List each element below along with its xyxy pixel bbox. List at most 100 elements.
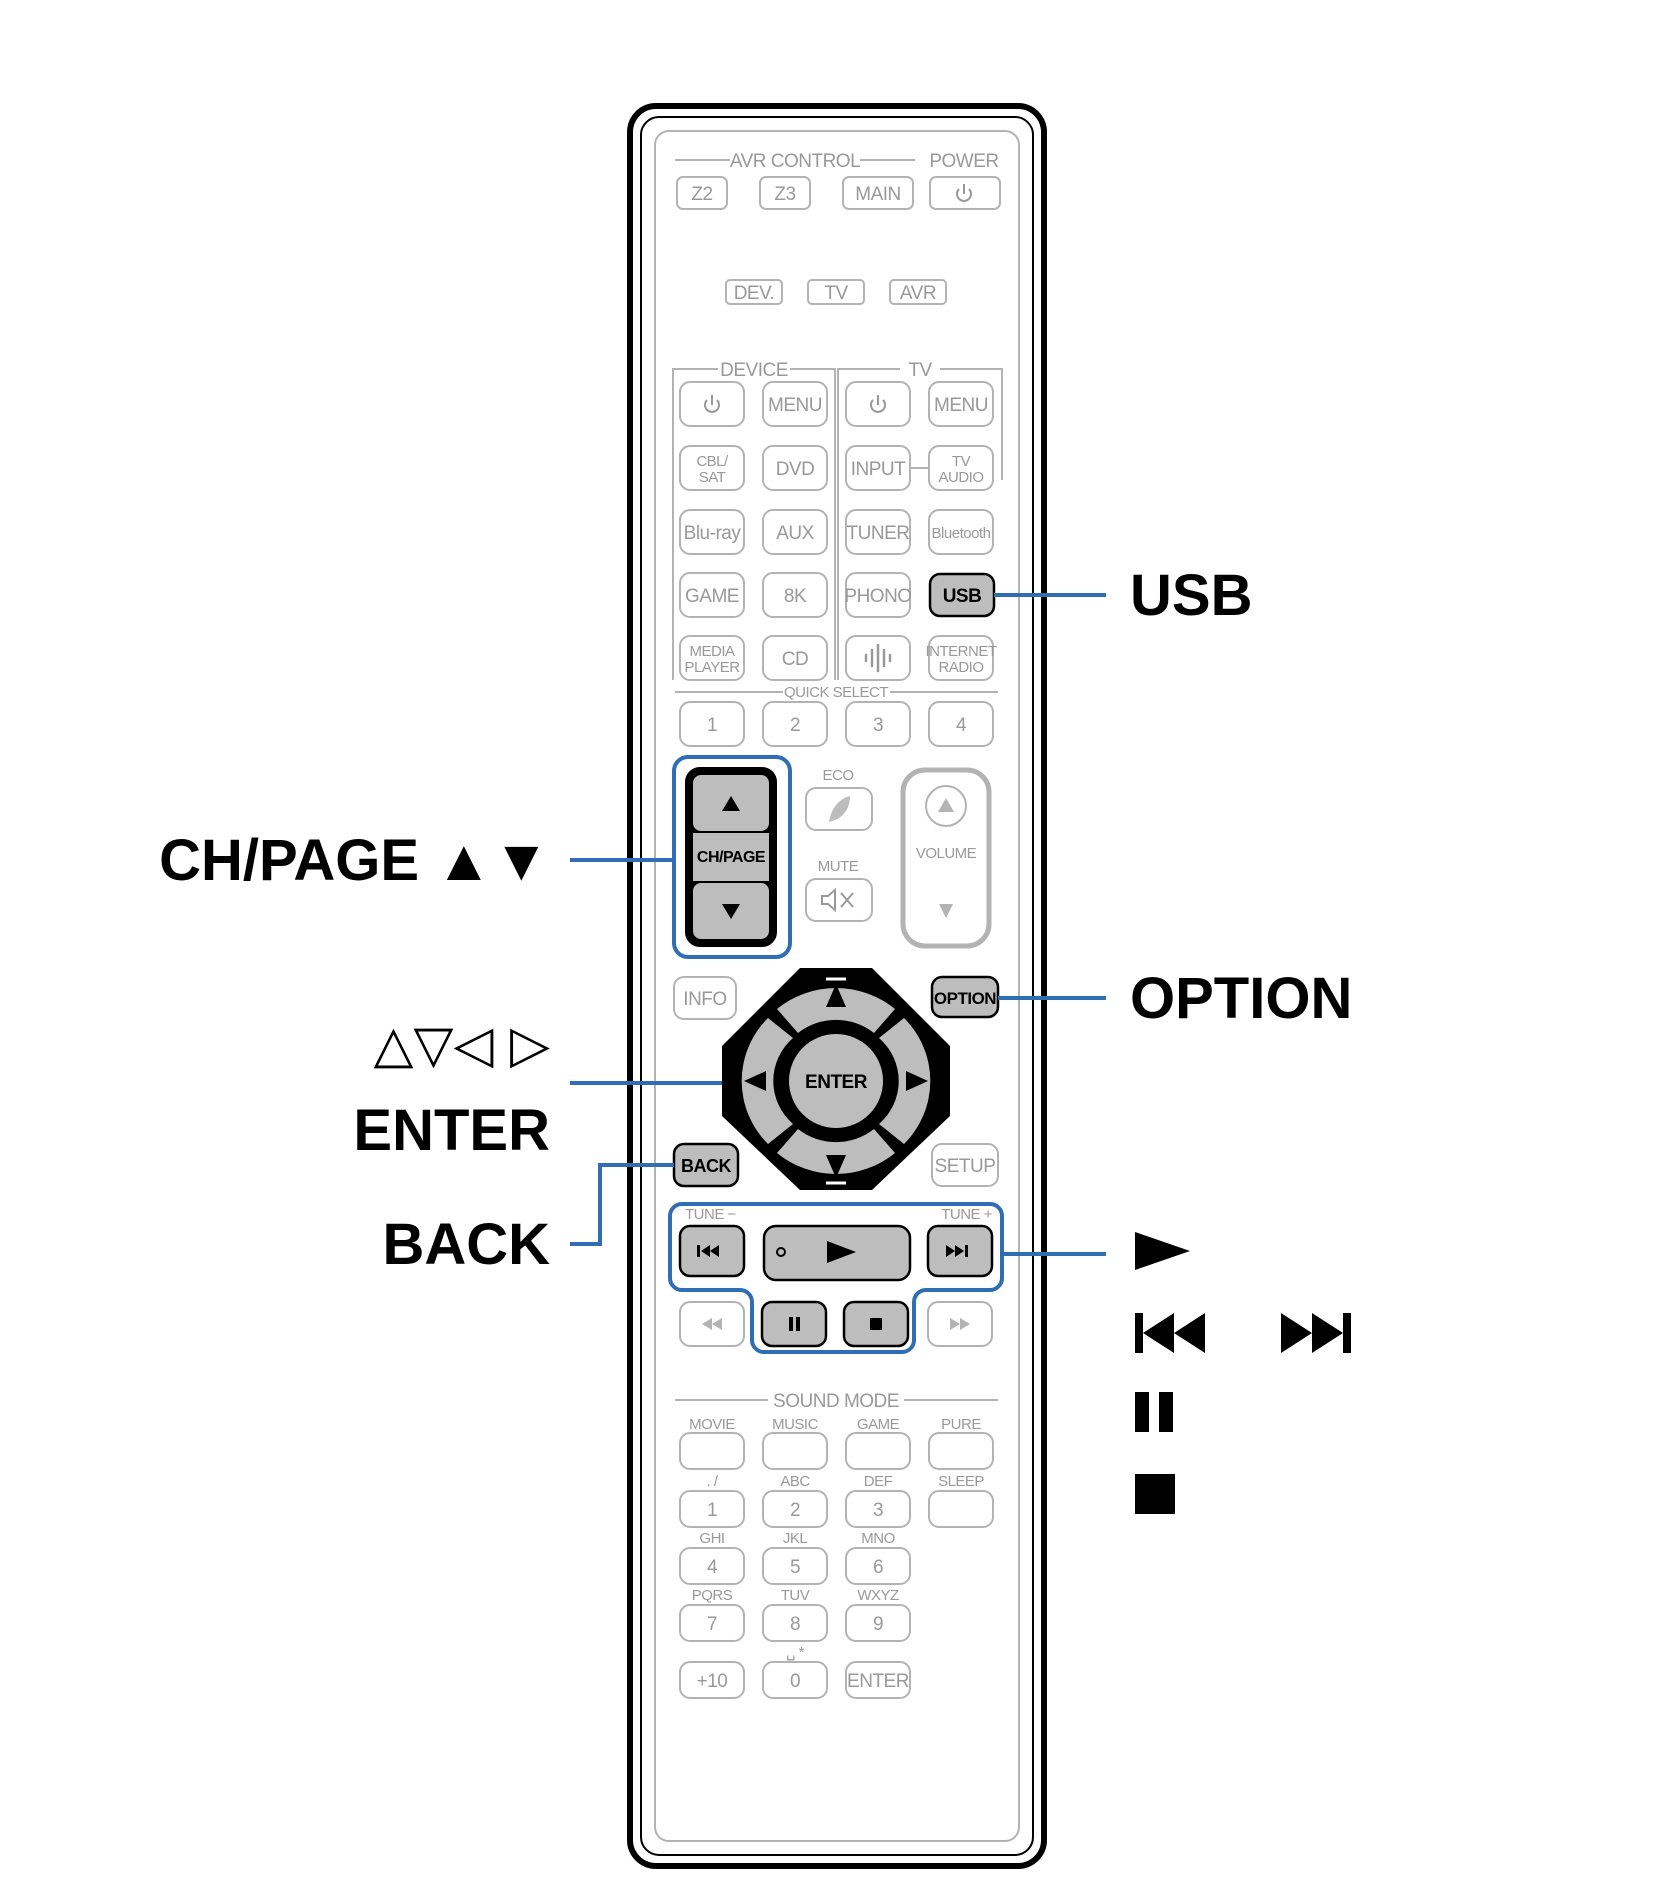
info-button[interactable]: INFO (673, 976, 737, 1020)
svg-text:Z3: Z3 (774, 184, 795, 205)
tv-menu-button[interactable]: MENU (928, 381, 994, 427)
keypad-7-button[interactable]: 7 (679, 1604, 745, 1642)
dev-button[interactable]: DEV. (725, 279, 783, 305)
keypad-2-button[interactable]: 2 (762, 1490, 828, 1528)
svg-text:6: 6 (873, 1557, 883, 1578)
cbl-sat-button[interactable]: CBL/ SAT (679, 445, 745, 491)
svg-text:1: 1 (707, 715, 717, 736)
svg-text:INFO: INFO (683, 989, 726, 1010)
svg-text:RADIO: RADIO (938, 659, 983, 676)
tv-mode-button[interactable]: TV (807, 279, 865, 305)
svg-text:DVD: DVD (776, 459, 815, 480)
z2-button[interactable]: Z2 (676, 176, 728, 210)
device-menu-button[interactable]: MENU (762, 381, 828, 427)
quick-select-4-button[interactable]: 4 (928, 701, 994, 747)
svg-text:TUNER: TUNER (847, 523, 910, 544)
enter-button-label[interactable]: ENTER (805, 1072, 868, 1093)
svg-text:AUDIO: AUDIO (938, 469, 983, 486)
power-button[interactable] (929, 176, 1001, 210)
keypad-2-sub: ABC (780, 1473, 810, 1490)
fast-forward-button[interactable] (927, 1301, 993, 1347)
quick-select-1-button[interactable]: 1 (679, 701, 745, 747)
volume-rocker[interactable]: VOLUME (900, 767, 992, 949)
internet-radio-button[interactable]: INTERNET RADIO (926, 635, 997, 681)
skip-back-button[interactable] (678, 1224, 746, 1278)
svg-text:CH/PAGE: CH/PAGE (697, 849, 766, 866)
mute-button[interactable] (805, 878, 873, 922)
option-button[interactable]: OPTION (930, 975, 1000, 1019)
dpad[interactable] (722, 968, 950, 1190)
svg-text:Z2: Z2 (691, 184, 712, 205)
quick-select-2-button[interactable]: 2 (762, 701, 828, 747)
8k-button[interactable]: 8K (762, 572, 828, 618)
aux-button[interactable]: AUX (762, 509, 828, 555)
z3-button[interactable]: Z3 (759, 176, 811, 210)
movie-label: MOVIE (689, 1416, 735, 1433)
tv-audio-button[interactable]: TV AUDIO (928, 445, 994, 491)
cd-button[interactable]: CD (762, 635, 828, 681)
quick-select-3-button[interactable]: 3 (845, 701, 911, 747)
back-callout: BACK (382, 1212, 550, 1277)
cursor-up-icon (826, 984, 846, 1007)
skip-callout: ◄◄ ►► (1135, 1313, 1351, 1353)
eco-label: ECO (822, 767, 853, 784)
pause-button[interactable] (760, 1300, 828, 1348)
svg-text:SAT: SAT (699, 469, 726, 486)
stop-icon (870, 1318, 882, 1330)
quick-select-label: QUICK SELECT (784, 684, 888, 701)
rewind-button[interactable] (679, 1301, 745, 1347)
bluetooth-button[interactable]: Bluetooth (928, 509, 994, 555)
media-player-button[interactable]: MEDIA PLAYER (679, 635, 745, 681)
music-button[interactable] (762, 1432, 828, 1470)
device-label: DEVICE (720, 360, 788, 381)
usb-button[interactable]: USB (928, 572, 996, 618)
device-power-button[interactable] (679, 381, 745, 427)
game-button[interactable]: GAME (679, 572, 745, 618)
sleep-button[interactable] (928, 1490, 994, 1528)
dvd-button[interactable]: DVD (762, 445, 828, 491)
keypad-9-button[interactable]: 9 (845, 1604, 911, 1642)
plus10-button[interactable]: +10 (679, 1661, 745, 1699)
keypad-1-button[interactable]: 1 (679, 1490, 745, 1528)
svg-text:8K: 8K (784, 586, 807, 607)
keypad-4-button[interactable]: 4 (679, 1547, 745, 1585)
bluray-button[interactable]: Blu-ray (679, 509, 745, 555)
keypad-3-button[interactable]: 3 (845, 1490, 911, 1528)
volume-up-icon (938, 798, 954, 812)
movie-button[interactable] (679, 1432, 745, 1470)
main-button[interactable]: MAIN (842, 176, 914, 210)
back-button[interactable]: BACK (672, 1142, 740, 1188)
keypad-6-button[interactable]: 6 (845, 1547, 911, 1585)
heos-button[interactable] (845, 635, 911, 681)
game-mode-button[interactable] (845, 1432, 911, 1470)
svg-text:BACK: BACK (681, 1156, 731, 1176)
music-label: MUSIC (772, 1416, 819, 1433)
svg-text:3: 3 (873, 1500, 883, 1521)
stop-button[interactable] (842, 1300, 910, 1348)
power-icon (704, 395, 720, 413)
svg-text:MENU: MENU (934, 395, 988, 416)
sound-mode-label: SOUND MODE (773, 1391, 899, 1412)
keypad-8-button[interactable]: 8 (762, 1604, 828, 1642)
keypad-5-button[interactable]: 5 (762, 1547, 828, 1585)
avr-button[interactable]: AVR (889, 279, 947, 305)
tuner-button[interactable]: TUNER (845, 509, 911, 555)
eco-button[interactable] (805, 787, 873, 831)
ch-page-rocker[interactable]: CH/PAGE (685, 767, 777, 947)
svg-text:PLAYER: PLAYER (684, 659, 740, 676)
power-icon (956, 184, 972, 202)
skip-forward-button[interactable] (926, 1224, 994, 1278)
keypad-enter-button[interactable]: ENTER (845, 1661, 911, 1699)
tv-power-button[interactable] (845, 381, 911, 427)
play-button[interactable] (762, 1224, 912, 1282)
svg-text:Bluetooth: Bluetooth (932, 525, 991, 542)
pure-button[interactable] (928, 1432, 994, 1470)
setup-button[interactable]: SETUP (931, 1143, 999, 1187)
keypad-0-button[interactable]: 0 (762, 1661, 828, 1699)
svg-text:2: 2 (790, 1500, 800, 1521)
input-button[interactable]: INPUT (845, 445, 911, 491)
svg-text:AUX: AUX (776, 523, 814, 544)
ch-page-callout: CH/PAGE ▲▼ (159, 828, 550, 893)
phono-button[interactable]: PHONO (844, 572, 912, 618)
svg-text:MENU: MENU (768, 395, 822, 416)
